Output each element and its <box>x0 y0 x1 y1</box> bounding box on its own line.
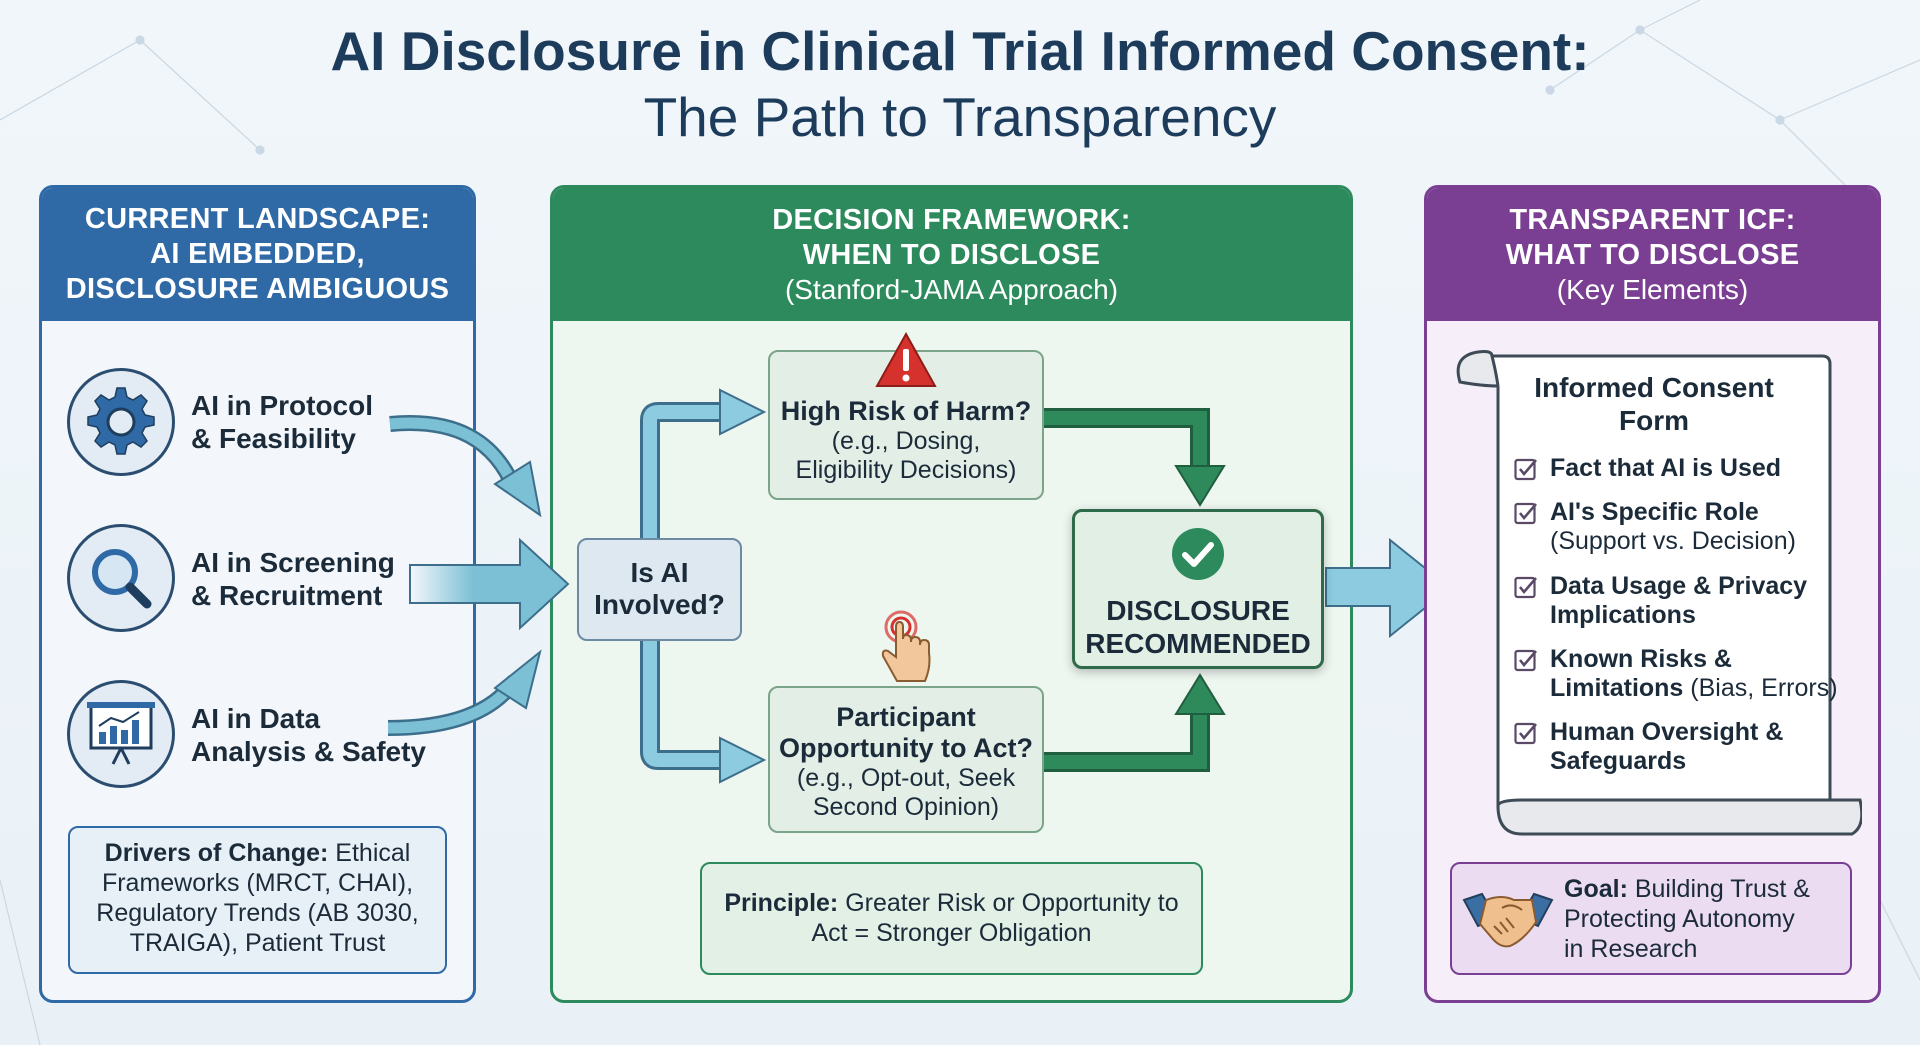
high-risk-node: High Risk of Harm? (e.g., Dosing, Eligib… <box>768 350 1044 500</box>
goal-label: Goal: <box>1564 875 1628 903</box>
item-line: AI in Screening <box>191 547 395 578</box>
item-protocol: AI in Protocol & Feasibility <box>191 389 373 455</box>
principle-box: Principle: Greater Risk or Opportunity t… <box>700 862 1203 975</box>
arrow-to-icf <box>1325 537 1452 639</box>
checkbox-checked-icon <box>1514 502 1537 525</box>
checkbox-checked-icon <box>1514 722 1537 745</box>
presentation-chart-icon <box>67 680 175 788</box>
opportunity-example: Second Opinion) <box>812 793 1000 821</box>
opportunity-title: Participant <box>836 702 976 732</box>
item-line: AI in Protocol <box>191 390 373 421</box>
icf-item-detail: (Bias, Errors) <box>1683 674 1838 702</box>
principle-text: Act = Stronger Obligation <box>811 919 1092 947</box>
title-block: AI Disclosure in Clinical Trial Informed… <box>0 18 1920 150</box>
icf-item-title: Data Usage & Privacy <box>1550 572 1808 600</box>
arrow-screening <box>409 537 570 631</box>
arrow-risk-to-disclosure <box>1044 408 1210 470</box>
icf-item-title: AI's Specific Role <box>1550 498 1759 526</box>
current-landscape-header: CURRENT LANDSCAPE: AI EMBEDDED, DISCLOSU… <box>42 188 473 321</box>
page-title: AI Disclosure in Clinical Trial Informed… <box>330 20 1590 82</box>
consent-form-title: Informed Consent Form <box>1500 371 1808 437</box>
header-subtitle: (Stanford-JAMA Approach) <box>784 273 1119 305</box>
risk-example: (e.g., Dosing, <box>831 427 981 455</box>
header-line: WHAT TO DISCLOSE <box>1505 238 1800 271</box>
item-line: & Recruitment <box>191 580 383 611</box>
is-ai-involved-node: Is AI Involved? <box>577 538 742 641</box>
drivers-text: Ethical <box>328 839 411 867</box>
arrow-opportunity-to-disclosure <box>1044 710 1210 772</box>
header-line: CURRENT LANDSCAPE: <box>84 203 431 235</box>
icf-item-title: Human Oversight & <box>1550 718 1784 746</box>
opportunity-node: Participant Opportunity to Act? (e.g., O… <box>768 686 1044 833</box>
risk-title: High Risk of Harm? <box>780 396 1032 426</box>
node-line: Involved? <box>594 589 725 620</box>
opportunity-title: Opportunity to Act? <box>779 733 1033 763</box>
drivers-of-change-box: Drivers of Change: Ethical Frameworks (M… <box>68 826 447 974</box>
form-title-line: Informed Consent <box>1534 372 1774 403</box>
drivers-text: TRAIGA), Patient Trust <box>129 929 386 957</box>
transparent-icf-header: TRANSPARENT ICF: WHAT TO DISCLOSE (Key E… <box>1427 188 1878 321</box>
gear-icon <box>67 368 175 476</box>
item-screening: AI in Screening & Recruitment <box>191 546 395 612</box>
magnifier-icon <box>67 524 175 632</box>
drivers-text: Frameworks (MRCT, CHAI), <box>101 869 414 897</box>
item-line: & Feasibility <box>191 423 356 454</box>
header-line: DECISION FRAMEWORK: <box>772 203 1131 236</box>
hand-pointer-icon <box>881 610 931 682</box>
disclosure-line: RECOMMENDED <box>1085 628 1311 659</box>
checkbox-checked-icon <box>1514 458 1537 481</box>
opportunity-example: (e.g., Opt-out, Seek <box>796 764 1016 792</box>
header-line: AI EMBEDDED, <box>150 238 365 270</box>
goal-text: in Research <box>1564 935 1698 963</box>
header-subtitle: (Key Elements) <box>1556 273 1749 305</box>
header-line: DISCLOSURE AMBIGUOUS <box>65 273 450 305</box>
item-data-analysis: AI in Data Analysis & Safety <box>191 702 426 768</box>
header-line: TRANSPARENT ICF: <box>1509 203 1796 236</box>
drivers-text: Regulatory Trends (AB 3030, <box>96 899 419 927</box>
icf-item-title: Implications <box>1550 601 1696 629</box>
principle-text: Greater Risk or Opportunity to <box>838 889 1179 917</box>
arrow-to-risk <box>640 402 722 540</box>
handshake-icon <box>1462 892 1554 948</box>
checkbox-checked-icon <box>1514 649 1537 672</box>
icf-item-title: Limitations <box>1550 674 1684 702</box>
icf-item-title: Safeguards <box>1550 747 1687 775</box>
goal-text: Building Trust & <box>1627 875 1810 903</box>
goal-text: Protecting Autonomy <box>1564 905 1795 933</box>
page-subtitle: The Path to Transparency <box>643 86 1277 148</box>
checkbox-checked-icon <box>1514 576 1537 599</box>
icf-item-title: Known Risks & <box>1550 645 1732 673</box>
drivers-label: Drivers of Change: <box>104 839 329 867</box>
header-line: WHEN TO DISCLOSE <box>802 238 1101 271</box>
risk-example: Eligibility Decisions) <box>795 456 1017 484</box>
icf-item-detail: (Support vs. Decision) <box>1550 527 1796 555</box>
form-title-line: Form <box>1619 405 1689 436</box>
warning-icon <box>875 331 937 387</box>
principle-label: Principle: <box>724 889 839 917</box>
item-line: Analysis & Safety <box>191 736 426 767</box>
check-circle-icon <box>1172 528 1224 580</box>
node-line: Is AI <box>630 557 689 588</box>
disclosure-line: DISCLOSURE <box>1106 595 1290 626</box>
decision-framework-header: DECISION FRAMEWORK: WHEN TO DISCLOSE (St… <box>553 188 1350 321</box>
item-line: AI in Data <box>191 703 321 734</box>
icf-item-title: Fact that AI is Used <box>1550 454 1782 482</box>
arrow-to-opportunity <box>640 640 722 770</box>
consent-form-scroll <box>1456 350 1862 836</box>
